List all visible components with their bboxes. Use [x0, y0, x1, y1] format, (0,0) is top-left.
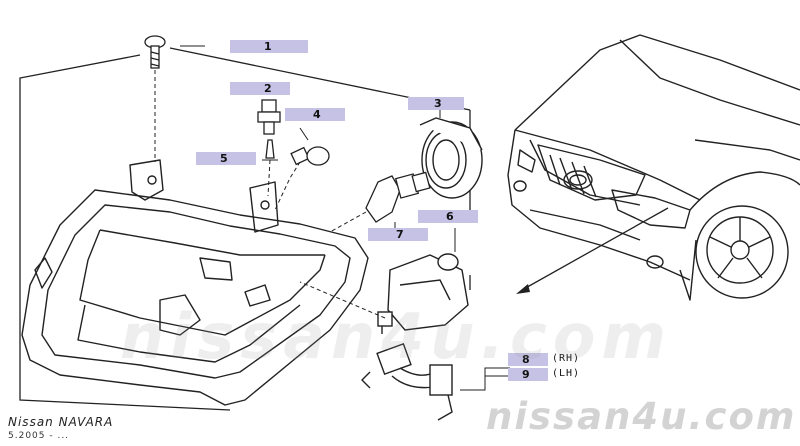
- motor-leader: [299, 281, 386, 319]
- vehicle-pointer-arrow: [521, 207, 669, 291]
- callout-4: 4: [285, 108, 345, 121]
- side-lh-label: (LH): [552, 368, 581, 379]
- callout-1-label: 1: [264, 40, 272, 53]
- callout-4-label: 4: [313, 108, 321, 121]
- watermark-large: nissan4u.com: [120, 300, 672, 373]
- socket-leader: [267, 159, 271, 197]
- model-name: Nissan NAVARA: [8, 415, 114, 429]
- leveling-motor-part: [377, 253, 469, 334]
- callout-5: 5: [196, 152, 256, 165]
- callout-9: 9: [508, 368, 548, 381]
- watermark-small: nissan4u.com: [486, 395, 797, 438]
- dust-cap-part: [419, 117, 483, 199]
- screw-part: [144, 35, 166, 69]
- socket-part: [257, 99, 281, 159]
- headlamp-assembly: [21, 159, 369, 406]
- callout-1: 1: [230, 40, 308, 53]
- side-rh-label: (RH): [552, 353, 581, 364]
- harness-part: [361, 342, 453, 421]
- callout-2: 2: [230, 82, 290, 95]
- callout-8: 8: [508, 353, 548, 366]
- callout-9-label: 9: [522, 368, 530, 381]
- callout-8-label: 8: [522, 353, 530, 366]
- bulb-leader: [329, 211, 367, 233]
- production-date: 5.2005 - ...: [8, 431, 70, 441]
- callout-5-label: 5: [220, 152, 228, 165]
- callout-6: 6: [418, 210, 478, 223]
- callout-7-label: 7: [396, 228, 404, 241]
- callout-3: 3: [408, 97, 464, 110]
- headlamp-bulb-part: [365, 171, 431, 223]
- callout-2-label: 2: [264, 82, 272, 95]
- vehicle-front: [507, 34, 800, 301]
- arrowhead: [516, 284, 530, 294]
- callout-6-label: 6: [446, 210, 454, 223]
- callout-7: 7: [368, 228, 428, 241]
- callout-3-label: 3: [434, 97, 442, 110]
- wedge-bulb-part: [290, 146, 330, 166]
- wedge-bulb-leader: [274, 161, 301, 211]
